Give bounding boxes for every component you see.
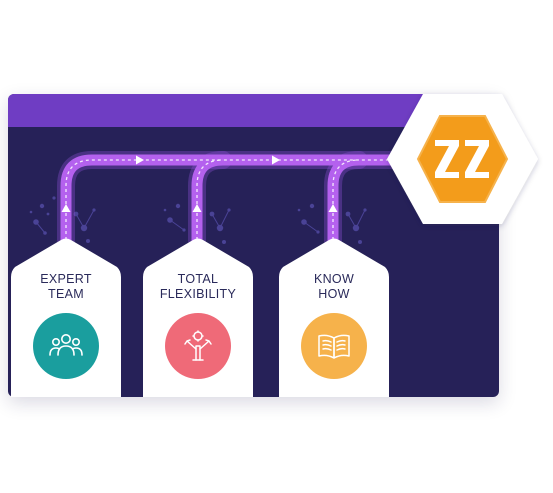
arrow-right-icon: [272, 155, 280, 165]
network-decoration-2: [163, 203, 231, 244]
card-title-line1: KNOW: [313, 272, 355, 286]
arrow-up-icon: [61, 204, 71, 212]
connector-path-main: [60, 154, 406, 246]
card-title-line2: FLEXIBILITY: [159, 287, 237, 301]
card-title-line1: TOTAL: [177, 272, 219, 286]
network-decoration-3: [297, 203, 367, 244]
logo-zz-mark: [435, 140, 489, 178]
card-title-line1: EXPERT: [40, 272, 92, 286]
open-book-icon: [318, 334, 350, 359]
flexibility-icon-circle: [165, 313, 231, 379]
card-title: EXPERT TEAM: [5, 272, 127, 302]
team-icon: [49, 334, 83, 356]
card-title-line2: TEAM: [48, 287, 84, 301]
logo-badge: [385, 90, 540, 228]
connector-paths: [60, 154, 406, 246]
card-title-line2: HOW: [318, 287, 350, 301]
zz-logo-icon: [387, 94, 538, 224]
connector-dashes: [65, 159, 400, 240]
arrow-up-icon: [192, 204, 202, 212]
arrowheads: [61, 155, 338, 212]
card-title: TOTAL FLEXIBILITY: [137, 272, 259, 302]
connector-glow: [57, 151, 409, 249]
network-decoration-1: [29, 196, 96, 243]
card-know-how: KNOW HOW: [273, 237, 395, 397]
logo-hexagon-inner: [416, 115, 509, 203]
card-total-flexibility: TOTAL FLEXIBILITY: [137, 237, 259, 397]
knowhow-icon-circle: [301, 313, 367, 379]
team-icon-circle: [33, 313, 99, 379]
card-title: KNOW HOW: [273, 272, 395, 302]
arrow-right-icon: [136, 155, 144, 165]
card-expert-team: EXPERT TEAM: [5, 237, 127, 397]
flexibility-icon: [184, 330, 212, 361]
arrow-up-icon: [328, 204, 338, 212]
